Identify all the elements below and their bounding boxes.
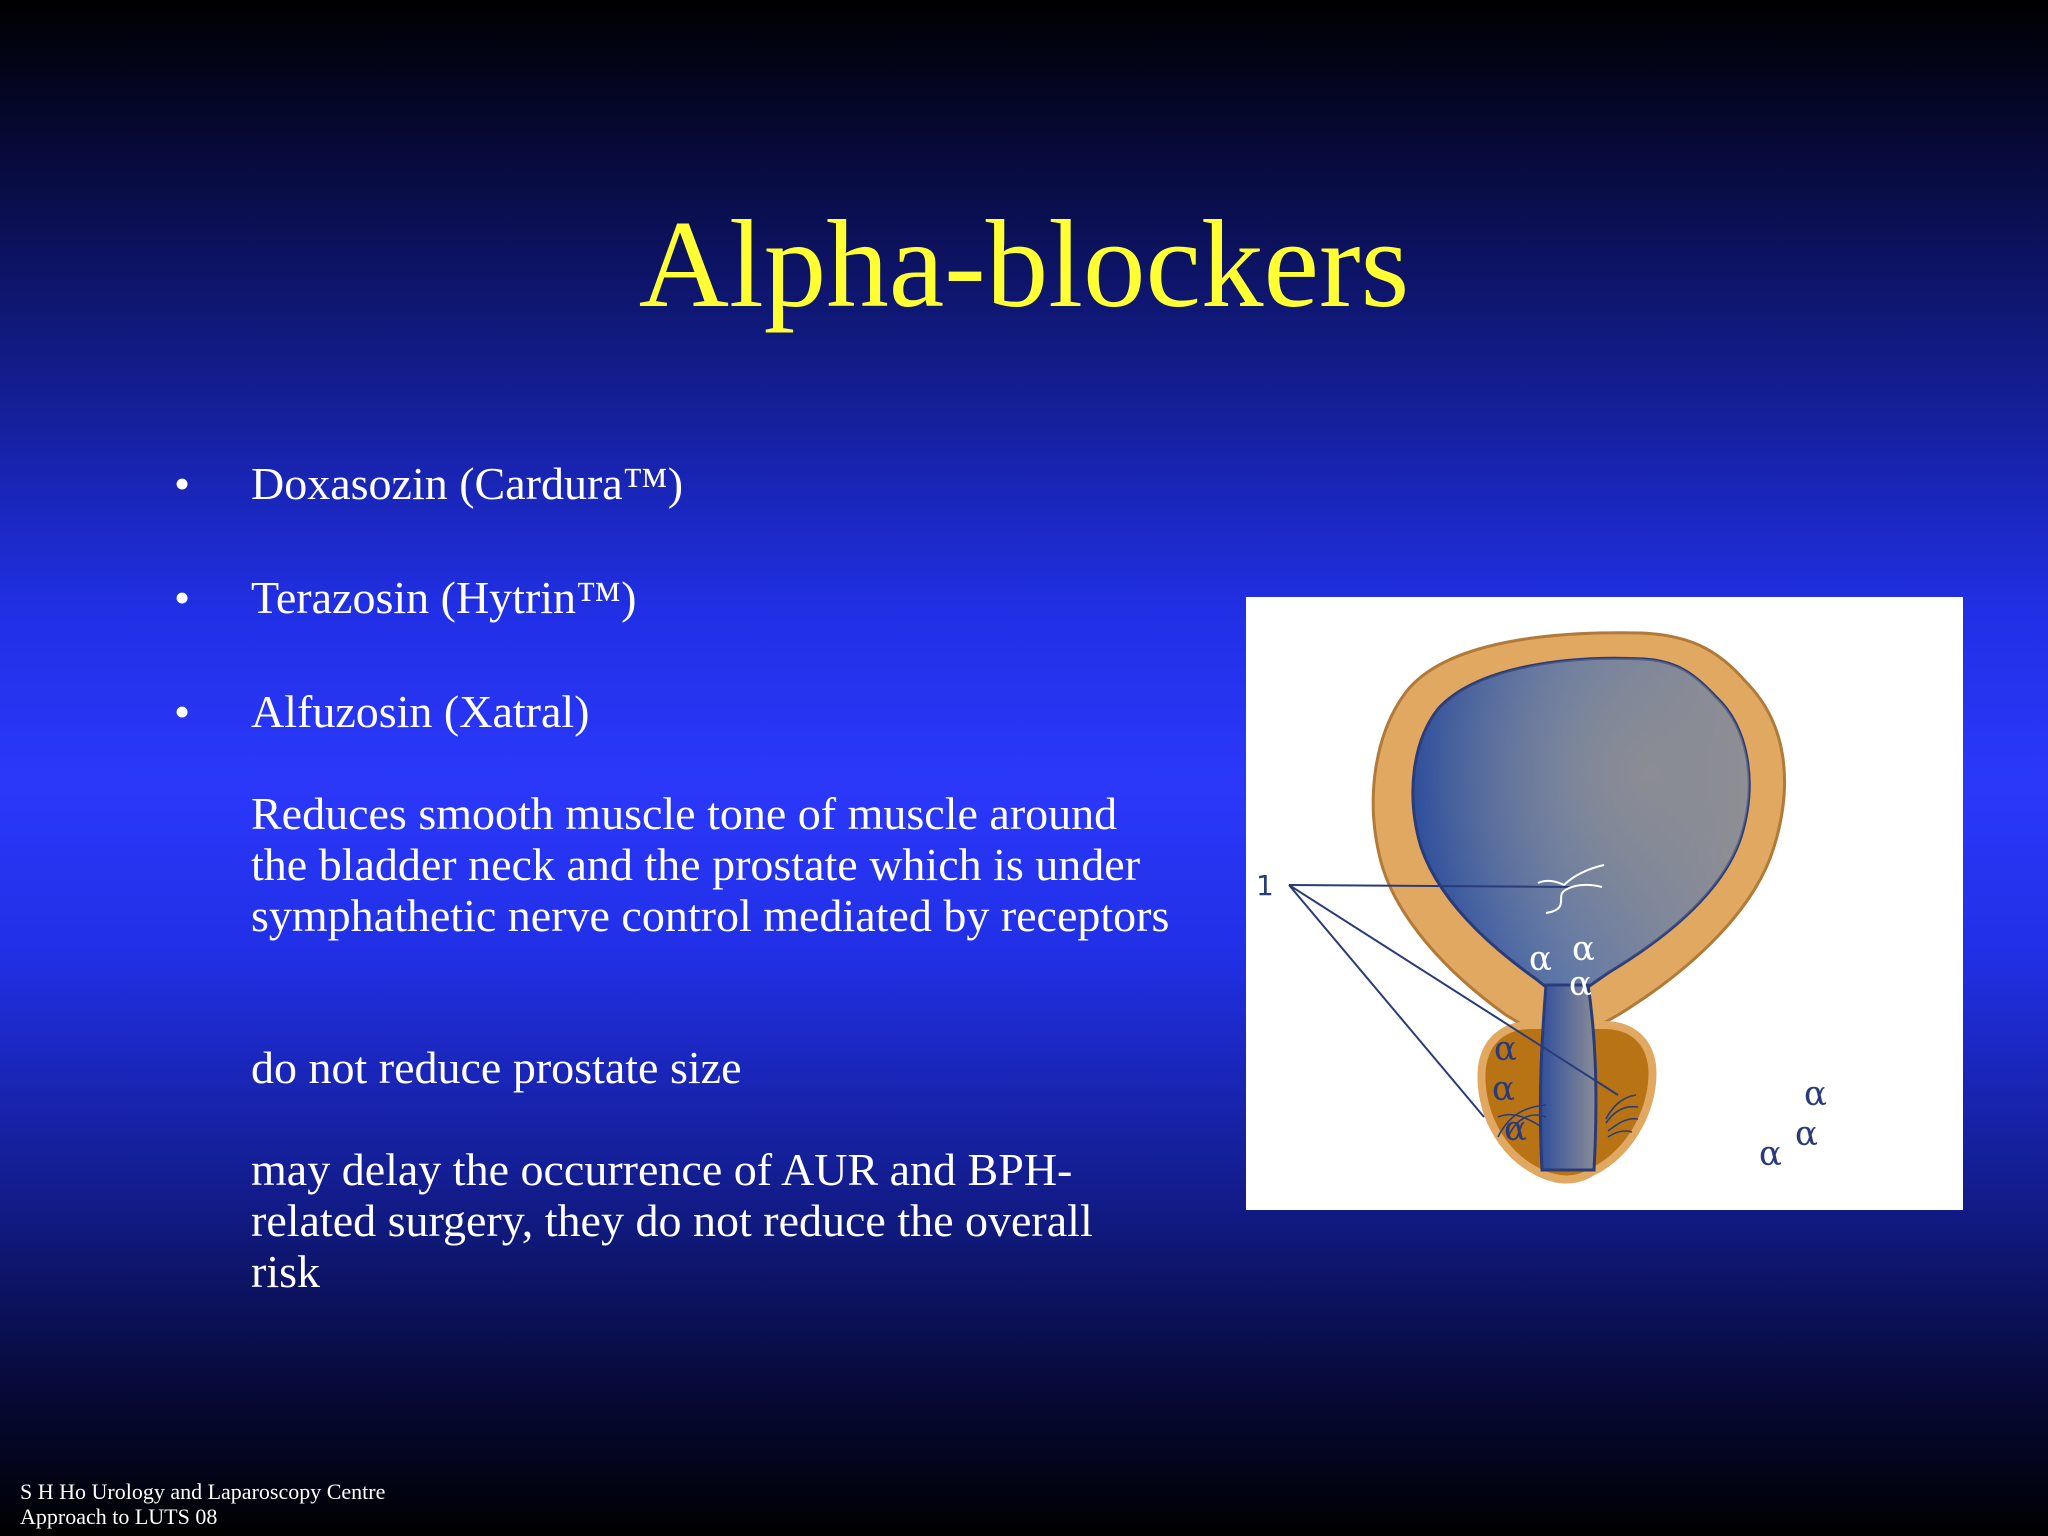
alpha-receptor-symbol: α [1759, 1134, 1782, 1174]
paragraph-aur-risk: may delay the occurrence of AUR and BPH-… [251, 1144, 1093, 1297]
bullet-text-alfuzosin: Alfuzosin (Xatral) [251, 686, 590, 737]
bullet-text-doxasozin: Doxasozin (Cardura™) [251, 458, 684, 509]
leader-lines [1288, 884, 1619, 1118]
alpha-receptor-symbol: α [1804, 1074, 1827, 1114]
bullet-icon: • [174, 458, 191, 509]
alpha-receptor-symbol: α [1569, 964, 1592, 1004]
bladder-diagram-svg: 1 α α α α α α [1256, 631, 1827, 1184]
bullet-icon: • [174, 686, 191, 737]
footer-organization: S H Ho Urology and Laparoscopy Centre [20, 1479, 386, 1504]
slide-content: • Doxasozin (Cardura™) • Terazosin (Hytr… [0, 0, 1200, 1400]
alpha-receptor-symbol: α [1733, 949, 1756, 989]
alpha-receptor-symbol: α [1766, 916, 1789, 956]
alpha-receptor-symbol: α [1691, 969, 1714, 1009]
label-number: 1 [1256, 869, 1274, 902]
paragraph-mechanism: Reduces smooth muscle tone of muscle aro… [251, 788, 1170, 941]
bladder-prostate-diagram: 1 α α α α α α [1246, 597, 1963, 1210]
nerve-fibers-prostate [1497, 1094, 1639, 1138]
bullet-text-terazosin: Terazosin (Hytrin™) [251, 572, 637, 623]
alpha-receptor-symbol: α [1795, 1114, 1818, 1154]
alpha-receptor-symbol: α [1492, 1069, 1515, 1109]
slide-title: Alpha-blockers [638, 196, 1410, 334]
alpha-receptor-symbol: α [1494, 1029, 1517, 1069]
urethra [1538, 983, 1598, 1172]
footer-presentation: Approach to LUTS 08 [20, 1504, 218, 1529]
alpha-receptors: α α α α α α α α α α α α [1492, 916, 1827, 1174]
slide-footer: S H Ho Urology and Laparoscopy Centre Ap… [20, 1479, 385, 1529]
alpha-receptor-symbol: α [1572, 929, 1595, 969]
paragraph-prostate-size: do not reduce prostate size [251, 1042, 742, 1093]
nerve-fibers-bladder [1537, 864, 1605, 914]
bullet-icon: • [174, 572, 191, 623]
alpha-receptor-symbol: α [1529, 939, 1552, 979]
alpha-receptor-symbol: α [1504, 1109, 1527, 1149]
